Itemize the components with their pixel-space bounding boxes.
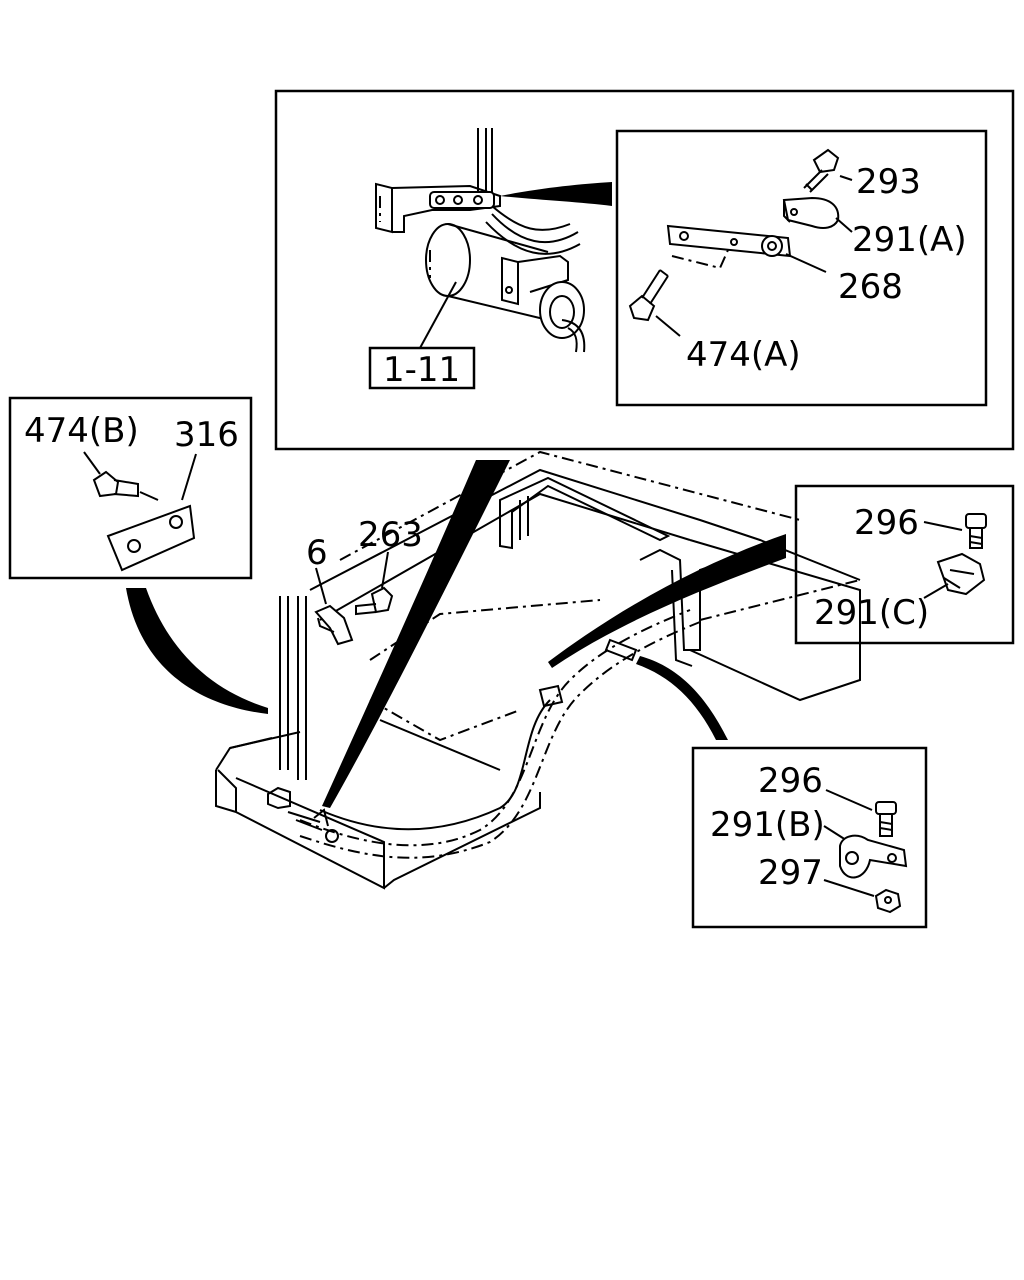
top-inset: 1-11 293 291(A) — [274, 89, 1015, 451]
label-293: 293 — [856, 162, 921, 202]
label-297: 297 — [758, 853, 823, 893]
right-upper-inset: 296 291(C) — [794, 484, 1015, 645]
reference-box-1-11 — [368, 346, 476, 390]
callout-wedge-top — [500, 182, 612, 206]
label-296-lower: 296 — [758, 761, 823, 801]
label-291c: 291(C) — [814, 593, 929, 633]
frame-assembly — [215, 450, 861, 890]
detail-box-clamp: 293 291(A) 268 — [615, 129, 988, 407]
detail-box-frame — [615, 129, 988, 407]
left-inset-frame — [8, 396, 253, 580]
label-316: 316 — [174, 415, 239, 455]
callout-wedge-right-lower — [636, 656, 728, 740]
bolt-474a-icon — [628, 269, 669, 322]
label-6: 6 — [306, 533, 328, 573]
top-inset-frame — [274, 89, 1015, 451]
bolt-474b-icon — [92, 470, 159, 501]
bolt-296-lower-icon — [875, 801, 897, 837]
callout-wedge-top-to-frame — [322, 460, 510, 808]
bolt-296-upper-icon — [965, 513, 987, 549]
nut-268-icon — [761, 235, 783, 257]
right-upper-inset-frame — [794, 484, 1015, 645]
label-268: 268 — [838, 267, 903, 307]
clamp-291c-icon — [936, 552, 986, 596]
canister-assembly — [375, 128, 586, 353]
clamp-291b-icon — [839, 834, 908, 879]
nut-297-icon — [874, 888, 902, 914]
label-291b: 291(B) — [710, 805, 825, 845]
clip-6-icon — [314, 604, 354, 646]
left-inset: 474(B) 316 — [8, 396, 253, 580]
right-lower-inset: 296 291(B) 297 — [691, 746, 928, 929]
label-1-11: 1-11 — [383, 350, 460, 390]
label-474b: 474(B) — [24, 411, 139, 451]
label-296-upper: 296 — [854, 503, 919, 543]
plate-316-icon — [106, 504, 196, 572]
bolt-293-icon — [803, 148, 840, 193]
label-291a: 291(A) — [852, 220, 967, 260]
right-lower-inset-frame — [691, 746, 928, 929]
callout-wedge-right-upper — [548, 534, 786, 668]
label-263: 263 — [358, 515, 423, 555]
clamp-291a-icon — [782, 196, 840, 229]
callout-wedge-left — [126, 588, 268, 714]
label-474a: 474(A) — [686, 335, 801, 375]
bolt-263-icon — [355, 586, 394, 616]
